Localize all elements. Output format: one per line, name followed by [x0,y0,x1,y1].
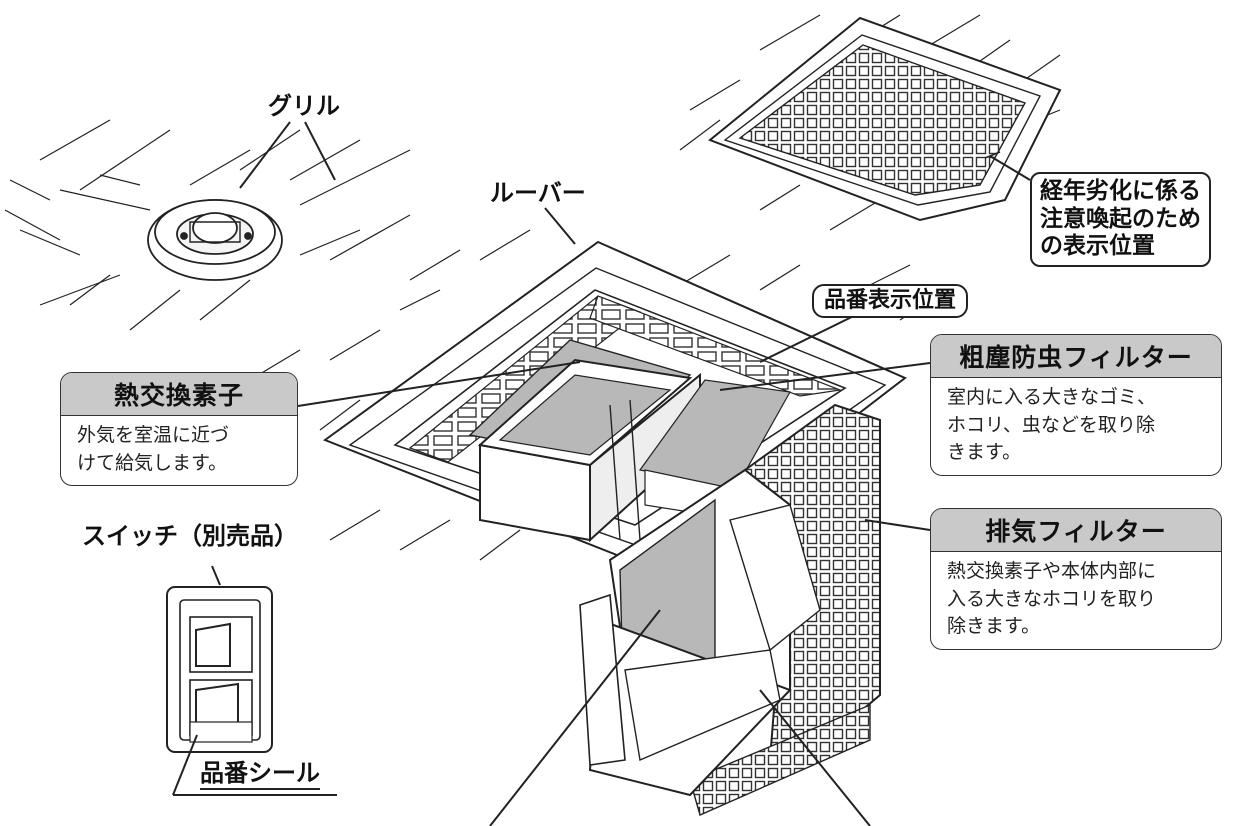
exhaust-filter-desc-3: 除きます。 [947,615,1041,638]
heat-exchanger-desc-2: けて給気します。 [77,451,228,474]
exhaust-filter-desc-2: 入る大きなホコリを取り [947,587,1157,610]
coarse-dust-filter-callout: 粗塵防虫フィルター 室内に入る大きなゴミ、 ホコリ、虫などを取り除 きます。 [930,334,1222,476]
aging-notice-line-1: 経年劣化に係る [1040,178,1201,204]
coarse-dust-filter-desc-1: 室内に入る大きなゴミ、 [947,386,1157,408]
coarse-dust-filter-desc-2: ホコリ、虫などを取り除 [947,413,1155,436]
louver-label: ルーバー [490,179,586,207]
heat-exchanger-title: 熱交換素子 [61,373,297,416]
exhaust-filter-title: 排気フィルター [931,509,1221,552]
coarse-dust-filter-desc-3: きます。 [947,441,1022,464]
grille-label: グリル [268,92,340,120]
louver-panel-removed [708,16,1062,222]
heat-exchanger-callout: 熱交換素子 外気を室温に近づ けて給気します。 [60,372,298,487]
switch-illustration [166,586,273,753]
aging-notice-line-3: の表示位置 [1040,233,1155,260]
part-number-seal-label: 品番シール [200,760,320,791]
part-number-position-label: 品番表示位置 [812,284,969,318]
coarse-dust-filter-title: 粗塵防虫フィルター [931,335,1221,378]
switch-label: スイッチ（別売品） [82,522,298,550]
exhaust-filter-drawer [579,403,881,816]
aging-notice-box: 経年劣化に係る 注意喚起のため の表示位置 [1030,172,1211,267]
exhaust-filter-desc-1: 熱交換素子や本体内部に [947,560,1157,582]
grille-illustration [147,199,283,281]
aging-notice-line-2: 注意喚起のため [1040,205,1201,232]
heat-exchanger-desc-1: 外気を室温に近づ [77,424,230,446]
exhaust-filter-callout: 排気フィルター 熱交換素子や本体内部に 入る大きなホコリを取り 除きます。 [930,508,1222,650]
